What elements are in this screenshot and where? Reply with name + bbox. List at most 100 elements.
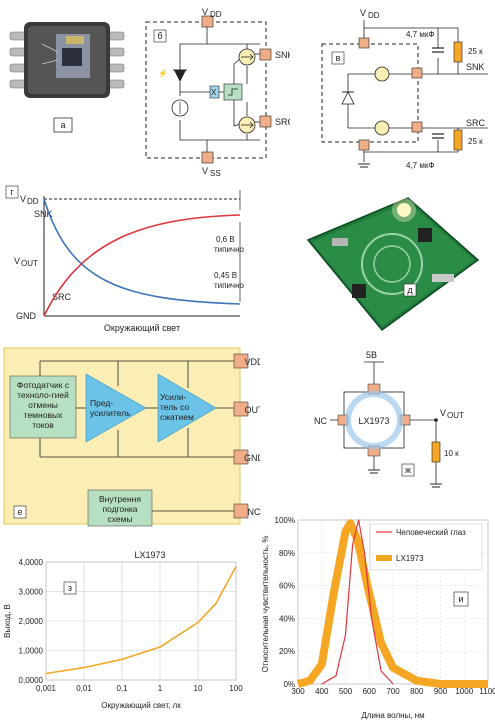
panel-v-schematic: V DD в (318, 4, 495, 176)
panel-e-tag: е (17, 507, 22, 517)
vdd-label: V (202, 7, 208, 17)
preamp-label: Пред-усилитель (90, 398, 131, 418)
chart-z-xlabel: Окружающий свет, лк (101, 701, 181, 710)
chart-i-ytick: 100% (275, 516, 295, 525)
svg-text:SRC: SRC (466, 118, 486, 128)
pin-nc (233, 503, 249, 519)
svg-text:4,7 мкФ: 4,7 мкФ (406, 161, 434, 170)
snk-pad (259, 48, 272, 61)
chart-i-xtick: 1000 (455, 687, 473, 696)
panel-g-graph: г V DD SNK V OUT SRC GND 0,6 В типично 0… (0, 182, 250, 340)
load-resistor (431, 441, 441, 463)
panel-b-tag: б (157, 31, 162, 41)
pin-out (233, 401, 249, 417)
preamp-triangle (85, 373, 147, 443)
chart-i-xtick: 900 (434, 687, 448, 696)
chart-i-xtick: 1100 (479, 687, 495, 696)
chart-i-xtick: 400 (315, 687, 329, 696)
logo-ring (345, 391, 403, 449)
chart-i-xtick: 700 (386, 687, 400, 696)
chart-i-ytick: 80% (279, 549, 295, 558)
vdd-pad (201, 15, 214, 28)
photosensor-label: Фотодатчик с техноло-гией отмены темновы… (16, 380, 70, 430)
chart-i-xlabel: Длина волны, нм (361, 711, 424, 720)
svg-text:10 к: 10 к (444, 449, 459, 458)
chart-z-ytick: 1,0000 (19, 647, 44, 656)
chart-i-xtick: 300 (291, 687, 305, 696)
trim-block (87, 489, 153, 527)
svg-text:DD: DD (210, 10, 222, 19)
svg-text:0,45 В: 0,45 В (214, 271, 237, 280)
panel-d-photo: д (292, 188, 492, 338)
chart-i-xtick: 600 (363, 687, 377, 696)
svg-text:5В: 5В (366, 350, 377, 360)
panel-b-schematic: V DD V SS SNK SRC б (140, 4, 295, 178)
panel-a-photo: а (2, 4, 130, 136)
chart-z-xtick: 0,001 (36, 684, 57, 693)
panel-d-tag: д (407, 285, 413, 295)
chart-i-ytick: 20% (279, 647, 295, 656)
chart-i-tag: и (458, 594, 463, 604)
svg-text:GND: GND (16, 311, 37, 321)
svg-text:DD: DD (368, 11, 380, 20)
schmitt-block (223, 83, 243, 101)
svg-text:25 к: 25 к (468, 137, 483, 146)
svg-text:25 к: 25 к (468, 47, 483, 56)
svg-text:Окружающий свет: Окружающий свет (104, 323, 180, 333)
svg-text:V: V (440, 408, 446, 418)
svg-text:GND: GND (244, 453, 260, 463)
chart-z-ylabel: Выход, В (3, 604, 12, 638)
panel-e-block-diagram: е VDD OUT GND NC Фотодатчик с техноло-ги… (0, 346, 265, 528)
snk-curve (43, 198, 241, 305)
compressor-label: Усили-тель со сжатием (160, 392, 194, 422)
resistor-top (453, 41, 463, 63)
svg-text:SS: SS (210, 169, 221, 176)
vdd-label: V (360, 8, 366, 18)
chart-i-ytick: 60% (279, 582, 295, 591)
compressor-triangle (157, 373, 217, 443)
svg-text:SNK: SNK (466, 62, 485, 72)
panel-zh-schematic: 5В LX1973 NC V OUT 10 к ж (300, 346, 495, 496)
chart-i-ylabel: Относительная чувствительность, % (261, 536, 270, 673)
chart-i-tag-box (453, 591, 469, 607)
chart-z-xtick: 10 (194, 684, 203, 693)
svg-text:SRC: SRC (52, 292, 72, 302)
svg-text:типично: типично (214, 245, 245, 254)
vss-label: V (202, 166, 208, 176)
resistor-bottom (453, 129, 463, 151)
chart-i-series-line-0 (321, 519, 394, 685)
svg-text:типично: типично (214, 281, 245, 290)
chart-i-ytick: 0% (283, 680, 295, 689)
chart-z-xtick: 100 (229, 684, 243, 693)
chart-z-tag: з (68, 583, 72, 593)
chart-z-xtick: 1 (158, 684, 163, 693)
src-source-icon (374, 120, 390, 136)
chart-z-tag-box (63, 581, 77, 595)
svg-text:4,7 мкФ: 4,7 мкФ (406, 30, 434, 39)
chip-name: LX1973 (358, 416, 389, 426)
x-block (209, 85, 220, 99)
chip-photo: а (9, 22, 125, 133)
chart-z-xtick: 0,1 (116, 684, 128, 693)
snk-source-icon (374, 66, 390, 82)
chart-i-xtick: 500 (339, 687, 353, 696)
trim-label: Внутрення подгонка схемы (99, 494, 141, 524)
panel-g-tag: г (10, 187, 14, 197)
snk-label: SNK (275, 50, 290, 60)
photosensor-block (9, 375, 77, 439)
svg-text:NC: NC (314, 416, 327, 426)
svg-text:V: V (20, 194, 26, 204)
svg-text:OUT: OUT (447, 411, 464, 420)
chart-z-ytick: 0,0000 (19, 676, 44, 685)
svg-text:OUT: OUT (245, 405, 261, 415)
src-curve (43, 214, 241, 317)
svg-text:SNK: SNK (34, 209, 53, 219)
src-pad (259, 115, 272, 128)
vss-pad (201, 151, 214, 164)
light-arrows-icon: ⚡ (158, 68, 168, 78)
panel-a-tag: а (60, 120, 65, 130)
svg-text:X: X (211, 88, 217, 97)
svg-text:0,6 В: 0,6 В (216, 235, 235, 244)
